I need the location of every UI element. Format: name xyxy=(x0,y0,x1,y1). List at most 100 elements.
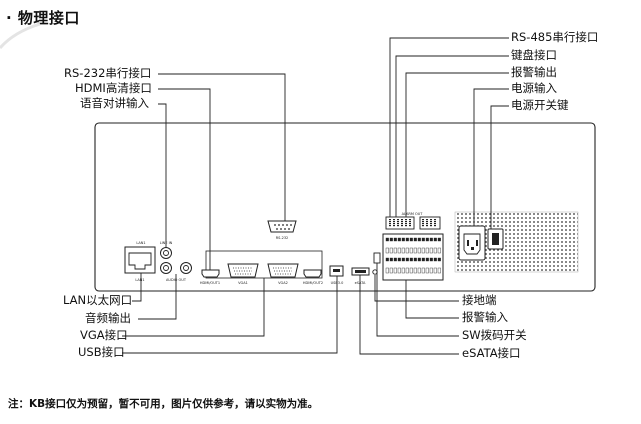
terminal-pin xyxy=(389,257,393,262)
keyboard-pin xyxy=(405,221,407,223)
label-alarm-out: 报警输出 xyxy=(511,65,557,79)
terminal-pin xyxy=(425,247,429,254)
alarm-out-pin xyxy=(434,225,436,227)
terminal-pin xyxy=(405,247,409,254)
terminal-pin xyxy=(433,257,437,262)
terminal-pin xyxy=(421,257,425,262)
alarm-out-pin xyxy=(434,219,436,221)
terminal-pin xyxy=(433,237,437,242)
terminal-blocks: ALARM OUT xyxy=(382,212,444,281)
keyboard-pin xyxy=(389,219,391,221)
keyboard-pin xyxy=(389,221,391,223)
hdmi1-port xyxy=(201,269,220,278)
terminal-pin xyxy=(413,247,417,254)
keyboard-pin xyxy=(409,225,411,227)
label-ground: 接地端 xyxy=(462,293,497,307)
dip-switch xyxy=(373,252,381,264)
keyboard-pin xyxy=(389,225,391,227)
keyboard-pin xyxy=(405,219,407,221)
vga2-port xyxy=(267,263,299,278)
terminal-pin xyxy=(437,247,441,254)
leader-lines xyxy=(122,37,509,355)
terminal-pin xyxy=(393,237,397,242)
keyboard-pin xyxy=(405,223,407,225)
terminal-pin xyxy=(389,247,393,254)
page-title: · 物理接口 xyxy=(6,9,80,27)
label-usb: USB接口 xyxy=(78,345,125,359)
terminal-pin xyxy=(417,257,421,262)
label-lan: LAN以太网口 xyxy=(63,293,133,307)
ground-screw xyxy=(372,269,378,275)
terminal-pin xyxy=(397,257,401,262)
alarm-out-pin xyxy=(434,223,436,225)
alarm-out-pin xyxy=(426,223,428,225)
terminal-pin xyxy=(421,267,425,274)
label-alarm-in: 报警输入 xyxy=(462,310,508,324)
terminal-pin xyxy=(397,247,401,254)
terminal-pin xyxy=(385,257,389,262)
svg-text:LAN1: LAN1 xyxy=(135,278,144,282)
terminal-pin xyxy=(409,237,413,242)
terminal-pin xyxy=(425,237,429,242)
panel-text-hdmi-out1: HDMI/OUT1 xyxy=(200,281,220,285)
alarm-out-pin xyxy=(422,219,424,221)
terminal-pin xyxy=(437,237,441,242)
alarm-out-pin xyxy=(422,223,424,225)
terminal-pin xyxy=(401,267,405,274)
terminal-pin xyxy=(437,257,441,262)
alarm-out-pin xyxy=(426,219,428,221)
label-sw-dip: SW拨码开关 xyxy=(462,328,527,342)
footnote: 注：KB接口仅为预留，暂不可用，图片仅供参考，请以实物为准。 xyxy=(8,398,319,410)
keyboard-pin xyxy=(393,221,395,223)
terminal-pin xyxy=(437,267,441,274)
keyboard-pin xyxy=(409,219,411,221)
terminal-pin xyxy=(401,247,405,254)
alarm-out-pin xyxy=(430,219,432,221)
keyboard-pin xyxy=(393,225,395,227)
keyboard-pin xyxy=(401,219,403,221)
keyboard-pin xyxy=(397,225,399,227)
power-supply-vent xyxy=(454,211,579,273)
panel-text-rs232: RS-232 xyxy=(276,236,289,240)
terminal-pin xyxy=(397,267,401,274)
terminal-pin xyxy=(405,257,409,262)
panel-text-vga1: VGA1 xyxy=(238,281,248,285)
terminal-pin xyxy=(413,237,417,242)
keyboard-pin xyxy=(401,225,403,227)
terminal-pin xyxy=(401,257,405,262)
terminal-pin xyxy=(393,267,397,274)
label-rs232: RS-232串行接口 xyxy=(64,66,152,80)
keyboard-pin xyxy=(397,223,399,225)
keyboard-pin xyxy=(401,221,403,223)
panel-text-vga2: VGA2 xyxy=(278,281,288,285)
panel-text-alarm-out: ALARM OUT xyxy=(402,212,424,216)
terminal-pin xyxy=(421,247,425,254)
terminal-pin xyxy=(409,257,413,262)
terminal-pin xyxy=(389,267,393,274)
terminal-pin xyxy=(417,247,421,254)
label-vga: VGA接口 xyxy=(80,328,128,342)
terminal-pin xyxy=(433,267,437,274)
alarm-out-pin xyxy=(430,225,432,227)
panel-text-hdmi-out2: HDMI/OUT2 xyxy=(303,281,323,285)
terminal-pin xyxy=(413,257,417,262)
terminal-pin xyxy=(385,247,389,254)
label-esata: eSATA接口 xyxy=(462,346,521,360)
terminal-pin xyxy=(417,237,421,242)
terminal-pin xyxy=(417,267,421,274)
terminal-pin xyxy=(433,247,437,254)
alarm-out-pin xyxy=(426,221,428,223)
terminal-pin xyxy=(393,247,397,254)
alarm-out-pin xyxy=(422,225,424,227)
alarm-out-pin xyxy=(426,225,428,227)
label-audio-out: 音频输出 xyxy=(85,311,131,325)
terminal-pin xyxy=(421,237,425,242)
alarm-out-pin xyxy=(422,221,424,223)
terminal-pin xyxy=(393,257,397,262)
terminal-pin xyxy=(413,267,417,274)
label-keyboard: 键盘接口 xyxy=(511,48,557,62)
label-hdmi: HDMI高清接口 xyxy=(75,81,152,95)
vga1-port xyxy=(227,263,259,278)
terminal-pin xyxy=(389,237,393,242)
